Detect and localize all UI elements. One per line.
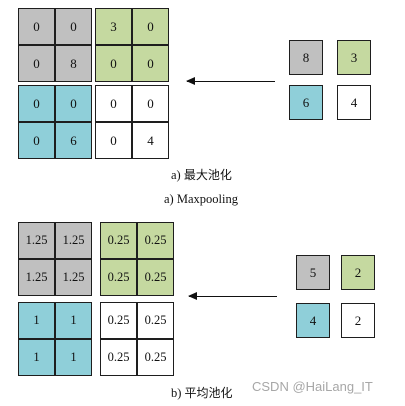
- cell: 0: [18, 85, 55, 122]
- cell: 1.25: [55, 259, 92, 296]
- cell: 8: [55, 45, 92, 82]
- max-caption-cn: a) 最大池化: [171, 166, 232, 183]
- max-block-white: 0 0 0 4: [95, 85, 169, 159]
- max-block-blue: 0 0 0 6: [18, 85, 92, 159]
- avg-pooled-cell: 2: [341, 255, 375, 290]
- cell: 0: [55, 85, 92, 122]
- avg-block-gray: 1.25 1.25 1.25 1.25: [18, 222, 92, 296]
- cell: 1: [55, 302, 92, 339]
- cell: 0.25: [100, 222, 137, 259]
- max-pooled-cell: 3: [337, 40, 371, 75]
- avg-pooled-cell: 4: [296, 303, 330, 338]
- avg-block-green: 0.25 0.25 0.25 0.25: [100, 222, 174, 296]
- avg-block-blue: 1 1 1 1: [18, 302, 92, 376]
- cell: 0: [132, 45, 169, 82]
- cell: 1: [18, 339, 55, 376]
- avg-caption-prefix: b): [171, 386, 182, 400]
- max-pooled-cell: 4: [337, 85, 371, 120]
- cell: 0: [18, 45, 55, 82]
- cell: 1: [18, 302, 55, 339]
- cell: 1.25: [18, 259, 55, 296]
- cell: 1.25: [55, 222, 92, 259]
- cell: 0: [132, 85, 169, 122]
- max-pooled-cell: 8: [289, 40, 323, 75]
- max-caption-prefix: a): [171, 168, 181, 182]
- cell: 0: [55, 8, 92, 45]
- cell: 0.25: [137, 222, 174, 259]
- watermark: CSDN @HaiLang_IT: [252, 379, 373, 394]
- cell: 0: [95, 45, 132, 82]
- avg-block-white: 0.25 0.25 0.25 0.25: [100, 302, 174, 376]
- cell: 0.25: [137, 339, 174, 376]
- max-block-green: 3 0 0 0: [95, 8, 169, 82]
- cell: 0.25: [137, 302, 174, 339]
- avg-arrow-icon: [188, 292, 277, 300]
- avg-pooled-cell: 2: [341, 303, 375, 338]
- cell: 1.25: [18, 222, 55, 259]
- cell: 1: [55, 339, 92, 376]
- cell: 0: [132, 8, 169, 45]
- max-caption-cn-text: 最大池化: [183, 168, 232, 182]
- cell: 0: [18, 122, 55, 159]
- cell: 4: [132, 122, 169, 159]
- cell: 0.25: [100, 339, 137, 376]
- avg-caption: b) 平均池化: [171, 384, 233, 401]
- cell: 0.25: [137, 259, 174, 296]
- max-arrow-icon: [186, 77, 275, 85]
- cell: 6: [55, 122, 92, 159]
- cell: 3: [95, 8, 132, 45]
- max-caption-en: a) Maxpooling: [164, 192, 238, 206]
- cell: 0: [18, 8, 55, 45]
- cell: 0: [95, 122, 132, 159]
- avg-caption-cn-text: 平均池化: [184, 386, 233, 400]
- cell: 0.25: [100, 259, 137, 296]
- max-block-gray: 0 0 0 8: [18, 8, 92, 82]
- max-pooled-cell: 6: [289, 85, 323, 120]
- cell: 0: [95, 85, 132, 122]
- cell: 0.25: [100, 302, 137, 339]
- avg-pooled-cell: 5: [296, 255, 330, 290]
